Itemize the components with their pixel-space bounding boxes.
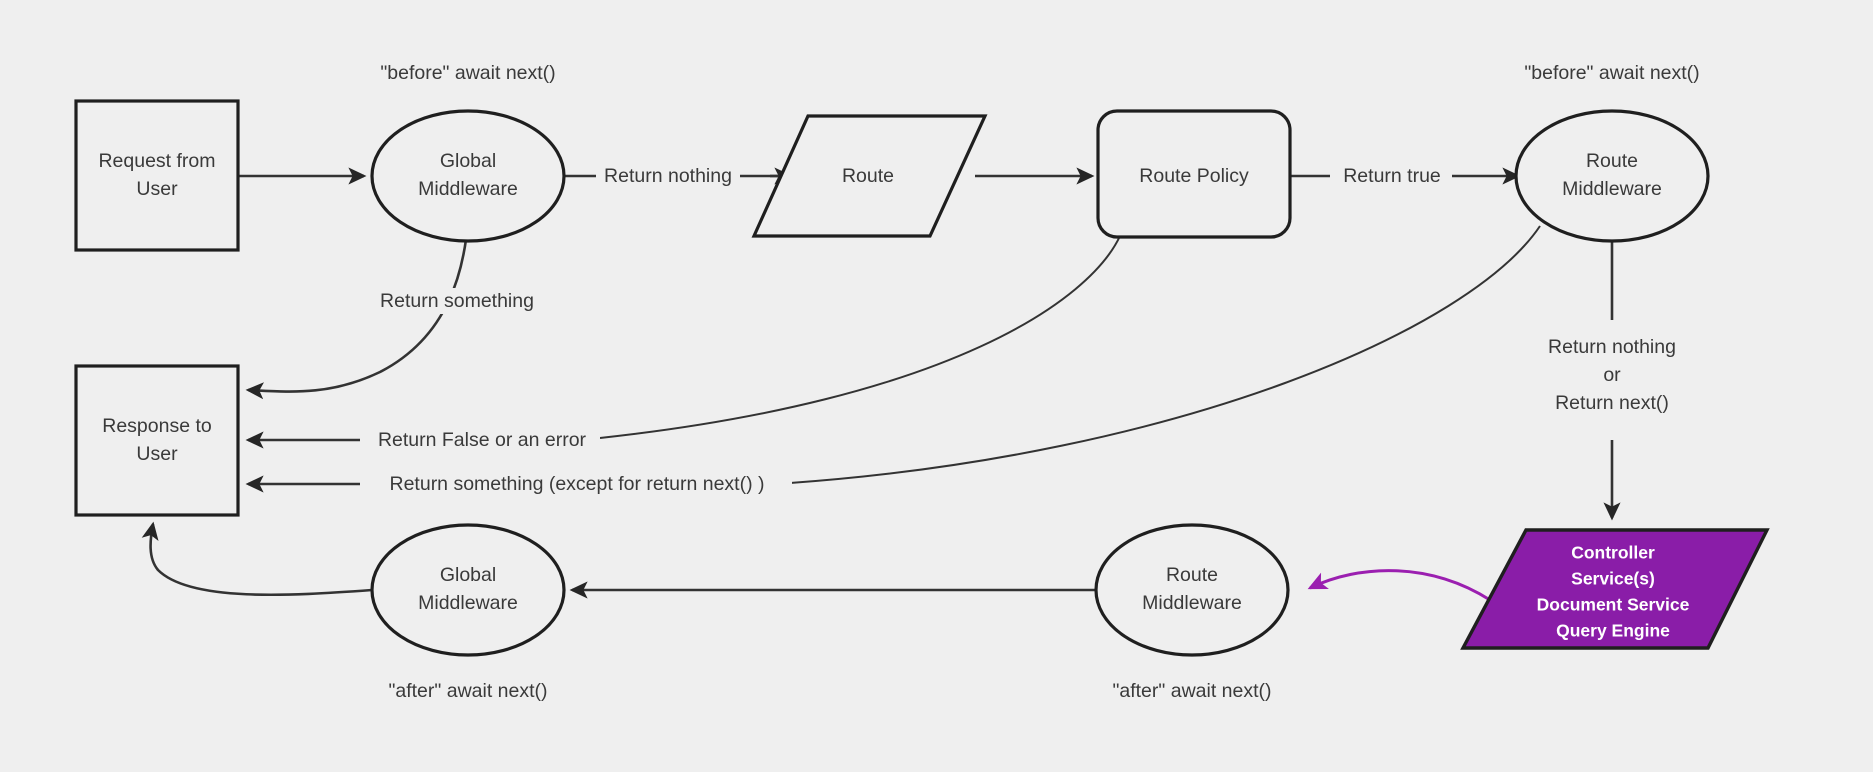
edge-label-backing <box>362 427 600 455</box>
edge-controller-to-route-middleware-after <box>1307 569 1491 602</box>
node-label-controller-line3: Document Service <box>1537 595 1690 615</box>
node-label-controller-line2: Service(s) <box>1571 569 1655 589</box>
annotation-before-await-next-global: "before" await next() <box>380 62 555 84</box>
annotation-after-await-next-route: "after" await next() <box>1112 680 1271 702</box>
node-route-policy[interactable]: Route Policy <box>1096 109 1292 239</box>
node-label-response-to-user-line2: User <box>136 443 178 465</box>
node-label-route: Route <box>842 165 894 187</box>
edge-global-to-response: Return something <box>245 221 540 400</box>
node-label-controller-line4: Query Engine <box>1556 621 1670 641</box>
node-request-from-user[interactable]: Request from User <box>74 99 240 252</box>
node-response-to-user[interactable]: Response to User <box>74 364 240 517</box>
node-route[interactable]: Route <box>751 114 988 238</box>
annotation-after-await-next-global: "after" await next() <box>388 680 547 702</box>
node-label-request-from-user-line2: User <box>136 178 178 200</box>
edge-label-return-false-or-error: Return False or an error <box>378 429 587 451</box>
edge-global-after-to-response <box>141 521 373 597</box>
node-label-global-middleware-after-line2: Middleware <box>418 592 518 614</box>
annotation-before-await-next-route: "before" await next() <box>1524 62 1699 84</box>
edge-label-backing <box>360 288 540 314</box>
node-global-middleware-before[interactable]: Global Middleware <box>370 109 566 243</box>
edge-route-middleware-to-controller: Return nothing or Return next() <box>1548 228 1676 521</box>
node-label-request-from-user-line1: Request from <box>98 150 215 172</box>
edge-label-return-true: Return true <box>1343 165 1441 187</box>
edge-policy-to-response: Return False or an error <box>245 235 1121 455</box>
node-label-route-middleware-after-line1: Route <box>1166 564 1218 586</box>
edge-label-return-nothing-down: Return nothing <box>1548 336 1676 358</box>
node-label-route-middleware-after-line2: Middleware <box>1142 592 1242 614</box>
node-route-middleware-before[interactable]: Route Middleware <box>1514 109 1710 243</box>
edge-policy-to-route-middleware: Return true <box>1290 165 1521 187</box>
node-label-route-middleware-before-line2: Middleware <box>1562 178 1662 200</box>
edge-label-or: or <box>1603 364 1621 386</box>
node-label-global-middleware-before-line1: Global <box>440 150 496 172</box>
node-label-controller-line1: Controller <box>1571 543 1655 563</box>
edge-label-return-next: Return next() <box>1555 392 1669 414</box>
node-label-global-middleware-before-line2: Middleware <box>418 178 518 200</box>
edge-label-return-something: Return something <box>380 290 534 312</box>
node-label-global-middleware-after-line1: Global <box>440 564 496 586</box>
node-label-route-policy: Route Policy <box>1139 165 1249 187</box>
edge-label-backing <box>362 471 792 499</box>
edge-label-return-something-except: Return something (except for return next… <box>390 473 765 495</box>
edge-global-to-route: Return nothing <box>565 165 793 187</box>
edge-label-return-nothing: Return nothing <box>604 165 732 187</box>
node-controller-services[interactable]: Controller Service(s) Document Service Q… <box>1460 528 1770 650</box>
node-route-middleware-after[interactable]: Route Middleware <box>1094 523 1290 657</box>
node-label-response-to-user-line1: Response to <box>102 415 212 437</box>
edge-route-middleware-to-response: Return something (except for return next… <box>245 225 1541 499</box>
node-global-middleware-after[interactable]: Global Middleware <box>370 523 566 657</box>
node-label-route-middleware-before-line1: Route <box>1586 150 1638 172</box>
